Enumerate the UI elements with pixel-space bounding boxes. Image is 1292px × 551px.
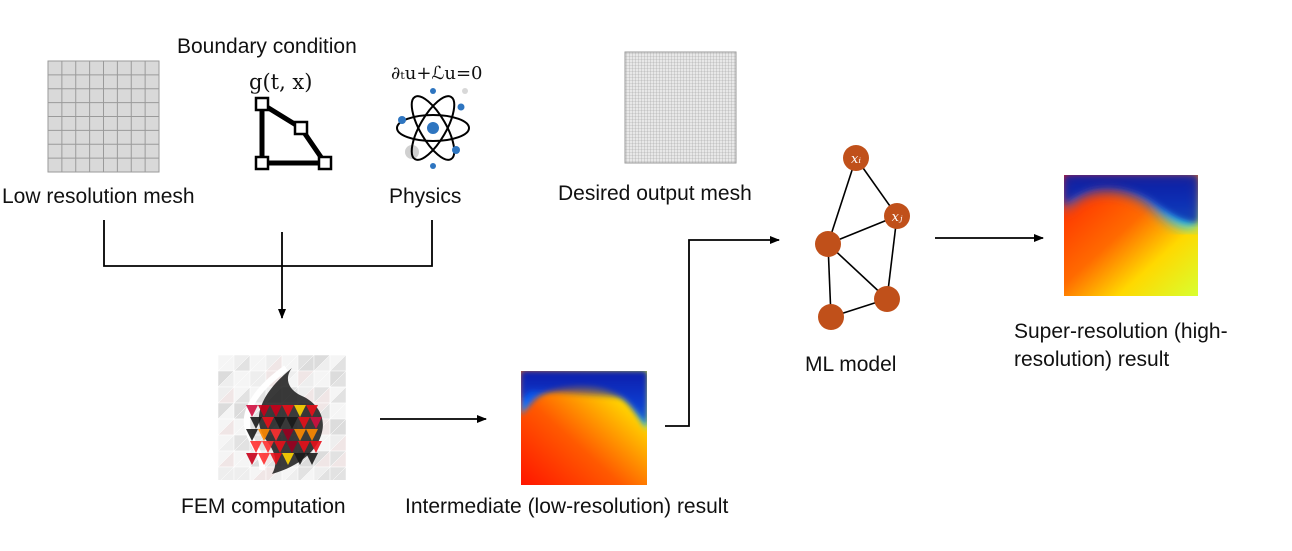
intermediate-to-ml-arrow	[665, 236, 780, 427]
boundary-function-label: g(t, x)	[249, 70, 313, 94]
heatmap-icon	[521, 371, 647, 485]
merge-connector	[103, 220, 433, 319]
node-j-label: xⱼ	[892, 210, 903, 225]
graph-node	[815, 231, 841, 257]
atom-icon	[396, 88, 470, 169]
fem-logo-icon	[218, 355, 346, 480]
graph-node	[874, 286, 900, 312]
boundary-polygon-icon	[254, 96, 333, 171]
graph-network-icon: xᵢ xⱼ	[815, 145, 910, 330]
graph-node-i	[843, 145, 869, 171]
node-i-label: xᵢ	[851, 152, 861, 167]
fine-mesh-icon	[624, 51, 737, 164]
graph-node-j	[884, 203, 910, 229]
graph-node	[818, 304, 844, 330]
low-res-mesh-label: Low resolution mesh	[2, 185, 195, 208]
boundary-condition-label: Boundary condition	[177, 35, 357, 58]
ml-model-label: ML model	[805, 353, 897, 376]
heatmap-icon	[1064, 175, 1198, 296]
grid-mesh-icon	[47, 60, 160, 173]
intermediate-result-label: Intermediate (low-resolution) result	[405, 495, 729, 518]
desired-output-mesh-label: Desired output mesh	[558, 182, 752, 205]
pde-label: ∂ₜu+ℒu=0	[391, 63, 483, 84]
fem-computation-label: FEM computation	[181, 495, 346, 518]
super-resolution-label: Super-resolution (high-resolution) resul…	[1014, 320, 1228, 372]
physics-label: Physics	[389, 185, 462, 208]
